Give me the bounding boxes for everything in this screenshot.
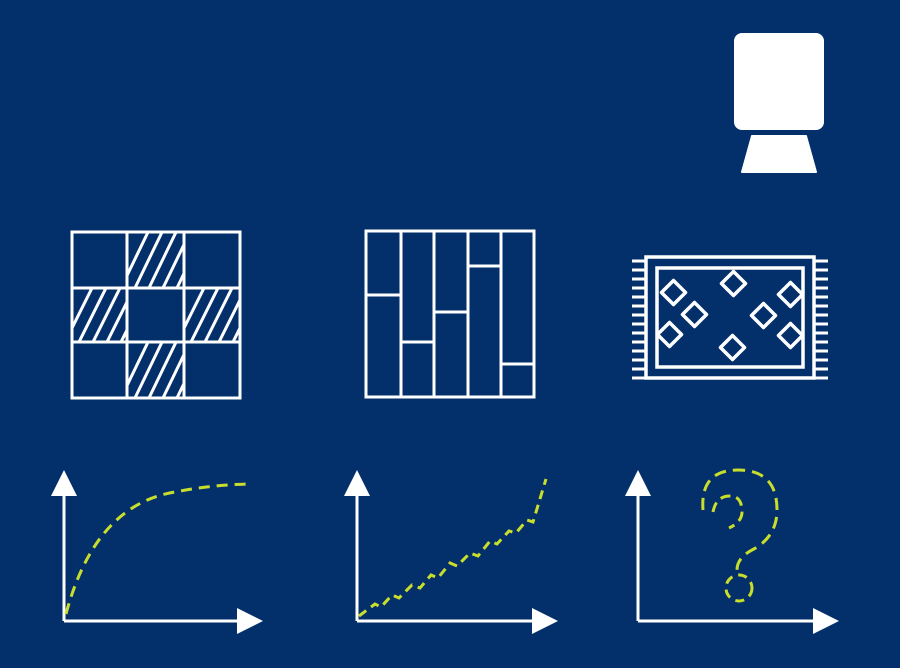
question-mark-icon bbox=[701, 468, 779, 571]
question-graph-icon bbox=[625, 468, 839, 634]
curve-graph-icon bbox=[51, 470, 263, 634]
plank-floor-icon bbox=[364, 229, 536, 399]
monitor-icon bbox=[734, 33, 824, 173]
rug-icon bbox=[632, 255, 828, 380]
tile-grid-icon bbox=[70, 230, 242, 400]
linear-graph-icon bbox=[344, 470, 558, 634]
